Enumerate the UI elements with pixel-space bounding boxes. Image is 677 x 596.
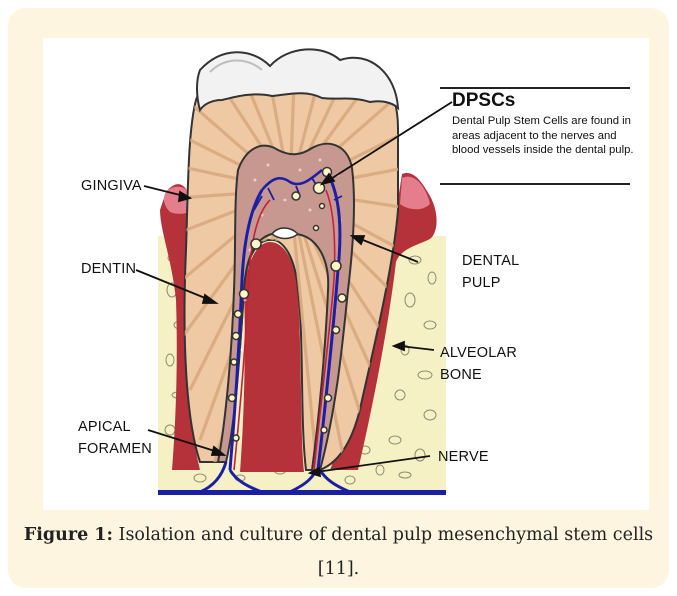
label-alveolar-bone-line2: BONE bbox=[440, 364, 482, 386]
caption-prefix: Figure 1: bbox=[24, 525, 113, 545]
caption-text: Isolation and culture of dental pulp mes… bbox=[119, 525, 654, 579]
label-nerve: NERVE bbox=[438, 446, 489, 468]
callout-description: Dental Pulp Stem Cells are found in area… bbox=[452, 114, 637, 158]
label-alveolar-bone-line1: ALVEOLAR bbox=[440, 342, 517, 364]
label-dental-pulp-line2: PULP bbox=[462, 272, 501, 294]
label-gingiva: GINGIVA bbox=[81, 175, 142, 197]
label-dentin: DENTIN bbox=[81, 258, 136, 280]
label-dental-pulp-line1: DENTAL bbox=[462, 250, 519, 272]
label-apical-foramen-line1: APICAL bbox=[78, 416, 131, 438]
label-apical-foramen-line2: FORAMEN bbox=[78, 438, 152, 460]
callout-title: DPSCs bbox=[452, 90, 515, 112]
figure-caption: Figure 1: Isolation and culture of denta… bbox=[20, 518, 657, 586]
